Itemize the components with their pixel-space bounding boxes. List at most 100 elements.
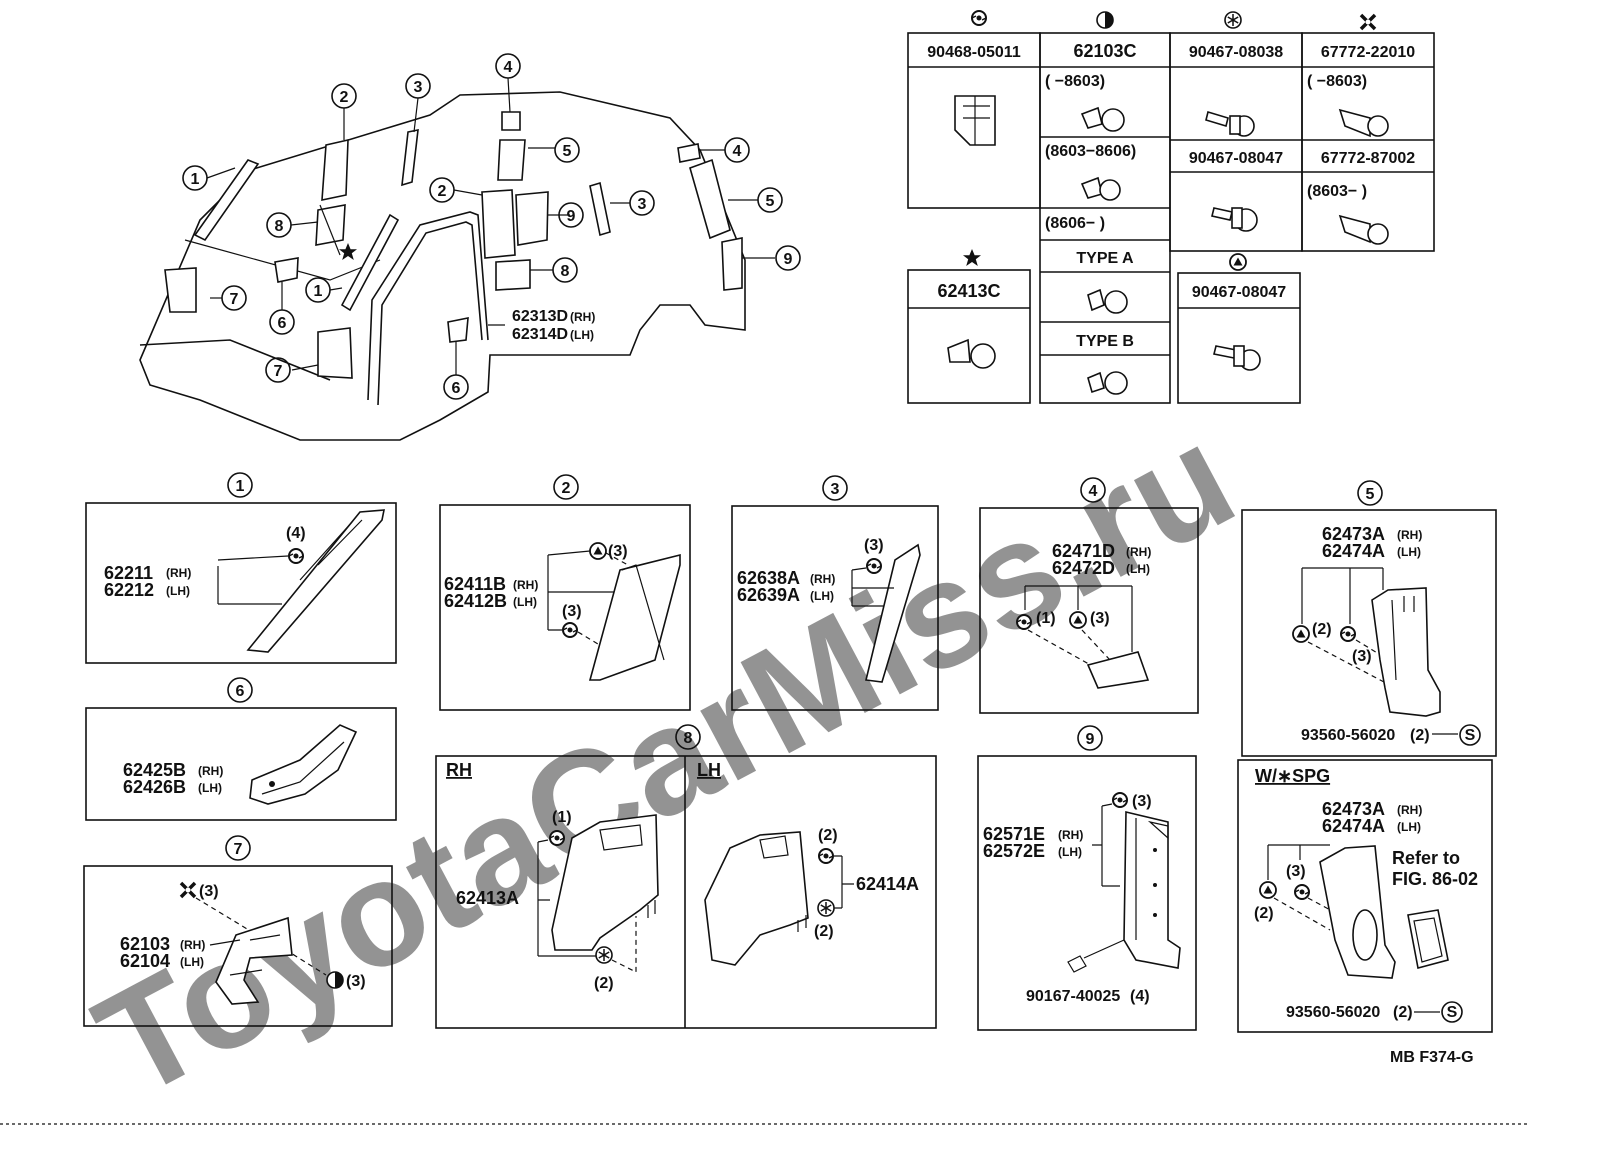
p6-rh: (RH) — [198, 764, 223, 778]
svg-text:4: 4 — [1089, 483, 1098, 500]
svg-text:5: 5 — [1366, 486, 1375, 503]
svg-text:6: 6 — [452, 380, 461, 397]
p2-lh: (LH) — [513, 595, 537, 609]
p7-lh: (LH) — [180, 955, 204, 969]
p3-rh: (RH) — [810, 572, 835, 586]
svg-text:7: 7 — [234, 841, 243, 858]
p9-bolt-part: 90167-40025 — [1026, 988, 1120, 1005]
col4-part-2: 67772-87002 — [1321, 150, 1415, 167]
p5-rh: (RH) — [1397, 528, 1422, 542]
panel-1: 1 (4) 62211 (RH) 62212 (LH) — [85, 472, 397, 664]
callout-6a: 6 — [269, 309, 295, 335]
p5-screw-sym: S — [1465, 727, 1476, 744]
callout-4b: 4 — [724, 137, 750, 163]
p9-bolt-qty: (4) — [1130, 988, 1150, 1005]
panel-8: 8 RH LH (1) (2) 62413A (2) (2) 62414A — [435, 724, 937, 1029]
spg-screw-part: 93560-56020 — [1286, 1004, 1380, 1021]
svg-text:2: 2 — [340, 89, 349, 106]
spg-qty-b: (3) — [1286, 863, 1306, 880]
svg-text:4: 4 — [504, 59, 513, 76]
callout-4a: 4 — [495, 53, 521, 79]
panel-spg: W/∗SPG 62473A (RH) 62474A (LH) (2) (3) R… — [1237, 759, 1493, 1033]
p7-qty-b: (3) — [346, 973, 366, 990]
col4-part: 67772-22010 — [1321, 44, 1415, 61]
panel-3: 3 (3) 62638A (RH) 62639A (LH) — [731, 475, 939, 711]
door-trim-rh-part: 62313D — [512, 308, 568, 325]
p2-qty-b: (3) — [562, 603, 582, 620]
svg-text:3: 3 — [638, 196, 647, 213]
col2-type-a: TYPE A — [1076, 250, 1134, 267]
svg-text:2: 2 — [438, 183, 447, 200]
svg-text:8: 8 — [561, 263, 570, 280]
callout-9b: 9 — [775, 245, 801, 271]
callout-2a: 2 — [331, 83, 357, 109]
p6-rh-part: 62425B — [123, 760, 186, 780]
panel-6: 6 62425B (RH) 62426B (LH) — [85, 677, 397, 821]
callout-8a: 8 — [266, 212, 292, 238]
p3-qty: (3) — [864, 537, 884, 554]
col2-range1: ( −8603) — [1045, 73, 1105, 90]
callout-3b: 3 — [629, 190, 655, 216]
panel-5: 5 62473A (RH) 62474A (LH) (2) (3) 93560-… — [1241, 480, 1497, 757]
p8-lh-qty-b: (2) — [814, 923, 834, 940]
svg-text:2: 2 — [562, 480, 571, 497]
spg-screw-sym: S — [1447, 1004, 1458, 1021]
callout-circles: 1 2 3 4 5 2 9 3 8 8 4 5 9 1 7 6 7 6 — [182, 53, 801, 400]
svg-text:4: 4 — [733, 143, 742, 160]
svg-text:9: 9 — [1086, 731, 1095, 748]
p5-lh: (LH) — [1397, 545, 1421, 559]
p8-rh-qty-b: (2) — [594, 975, 614, 992]
p7-lh-part: 62104 — [120, 951, 170, 971]
svg-text:9: 9 — [784, 251, 793, 268]
spg-lh: (LH) — [1397, 820, 1421, 834]
p5-qty-a: (2) — [1312, 621, 1332, 638]
spg-qty-a: (2) — [1254, 905, 1274, 922]
panel-2: 2 (3) (3) 62411B (RH) 62412B (LH) — [439, 474, 691, 711]
p2-rh: (RH) — [513, 578, 538, 592]
col2-range3: (8606− ) — [1045, 215, 1105, 232]
callout-8b: 8 — [552, 257, 578, 283]
spg-refer-1: Refer to — [1392, 848, 1460, 868]
col4-range1: ( −8603) — [1307, 73, 1367, 90]
spg-lh-part: 62474A — [1322, 816, 1385, 836]
callout-7b: 7 — [265, 357, 291, 383]
col4-range2: (8603− ) — [1307, 183, 1367, 200]
spg-rh: (RH) — [1397, 803, 1422, 817]
p5-rh-part: 62473A — [1322, 524, 1385, 544]
callout-5b: 5 — [757, 187, 783, 213]
p4-lh-part: 62472D — [1052, 558, 1115, 578]
p8-rh-label: RH — [446, 760, 472, 780]
p9-rh-part: 62571E — [983, 824, 1045, 844]
col1-part: 90468-05011 — [927, 44, 1021, 61]
p8-rh-part: 62413A — [456, 888, 519, 908]
p8-lh-qty-a: (2) — [818, 827, 838, 844]
callout-5a: 5 — [554, 137, 580, 163]
p4-lh: (LH) — [1126, 562, 1150, 576]
p6-lh: (LH) — [198, 781, 222, 795]
p4-qty-b: (3) — [1090, 610, 1110, 627]
p7-rh: (RH) — [180, 938, 205, 952]
callout-9a: 9 — [558, 202, 584, 228]
spg-screw-qty: (2) — [1393, 1004, 1413, 1021]
spg-refer-2: FIG. 86-02 — [1392, 869, 1478, 889]
col2-range2: (8603−8606) — [1045, 143, 1136, 160]
p2-rh-part: 62411B — [444, 574, 506, 594]
p4-qty-a: (1) — [1036, 610, 1056, 627]
callout-2b: 2 — [429, 177, 455, 203]
callout-7a: 7 — [221, 285, 247, 311]
p8-rh-qty-a: (1) — [552, 809, 572, 826]
watermark: ToyotaCarMiss.ru — [71, 391, 1259, 1129]
p1-rh-part: 62211 — [104, 563, 153, 583]
fastener-table: 90468-05011 62103C ( −8603) (8603−8606) … — [907, 10, 1435, 404]
p8-lh-label: LH — [697, 760, 721, 780]
svg-text:3: 3 — [414, 79, 423, 96]
svg-text:7: 7 — [230, 291, 239, 308]
star-part: 62413C — [937, 281, 1000, 301]
p7-rh-part: 62103 — [120, 934, 170, 954]
p4-rh-part: 62471D — [1052, 541, 1115, 561]
p2-qty-a: (3) — [608, 543, 628, 560]
col3-part-2: 90467-08047 — [1189, 150, 1283, 167]
triangle-part: 90467-08047 — [1192, 284, 1286, 301]
p2-lh-part: 62412B — [444, 591, 507, 611]
